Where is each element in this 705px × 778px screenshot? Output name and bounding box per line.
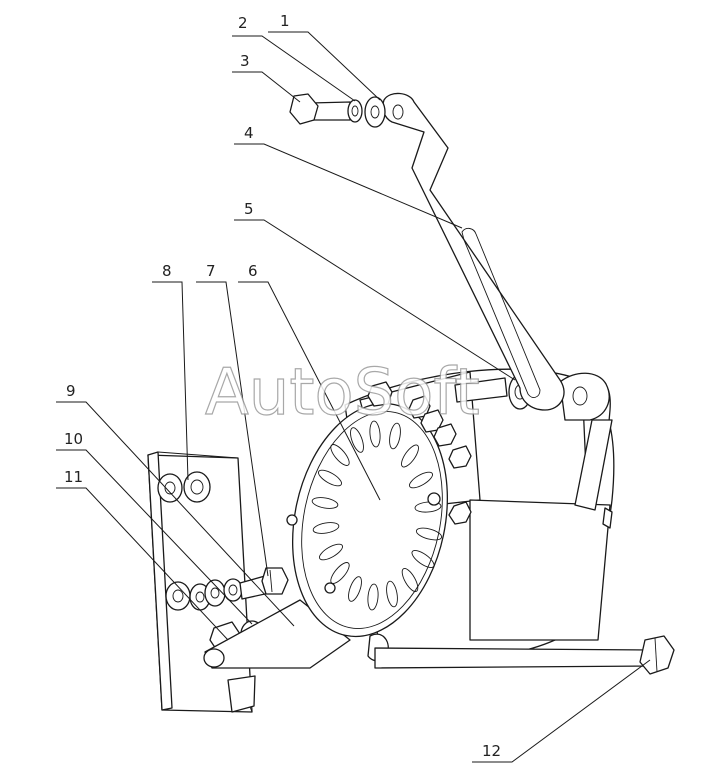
watermark: AutoSoft bbox=[205, 356, 480, 430]
callout-6: 6 bbox=[248, 262, 258, 280]
callout-10: 10 bbox=[64, 430, 83, 448]
callout-7: 7 bbox=[206, 262, 216, 280]
callout-12: 12 bbox=[482, 742, 501, 760]
callout-1: 1 bbox=[280, 12, 290, 30]
callout-2: 2 bbox=[238, 14, 248, 32]
leader-lines bbox=[56, 31, 651, 763]
callout-9: 9 bbox=[66, 382, 76, 400]
callout-8: 8 bbox=[162, 262, 172, 280]
alternator bbox=[203, 368, 615, 669]
terminal-nuts bbox=[367, 381, 472, 525]
plate-washers bbox=[157, 471, 211, 503]
washer-stack bbox=[165, 567, 289, 611]
callout-numbers: 1 2 3 4 5 6 7 8 9 10 11 12 bbox=[64, 12, 501, 760]
callout-4: 4 bbox=[244, 124, 254, 142]
callout-5: 5 bbox=[244, 200, 254, 218]
adjusting-arm bbox=[382, 92, 565, 411]
upper-fasteners bbox=[289, 93, 386, 128]
callout-11: 11 bbox=[64, 468, 83, 486]
long-bolt bbox=[374, 635, 675, 675]
callout-3: 3 bbox=[240, 52, 250, 70]
